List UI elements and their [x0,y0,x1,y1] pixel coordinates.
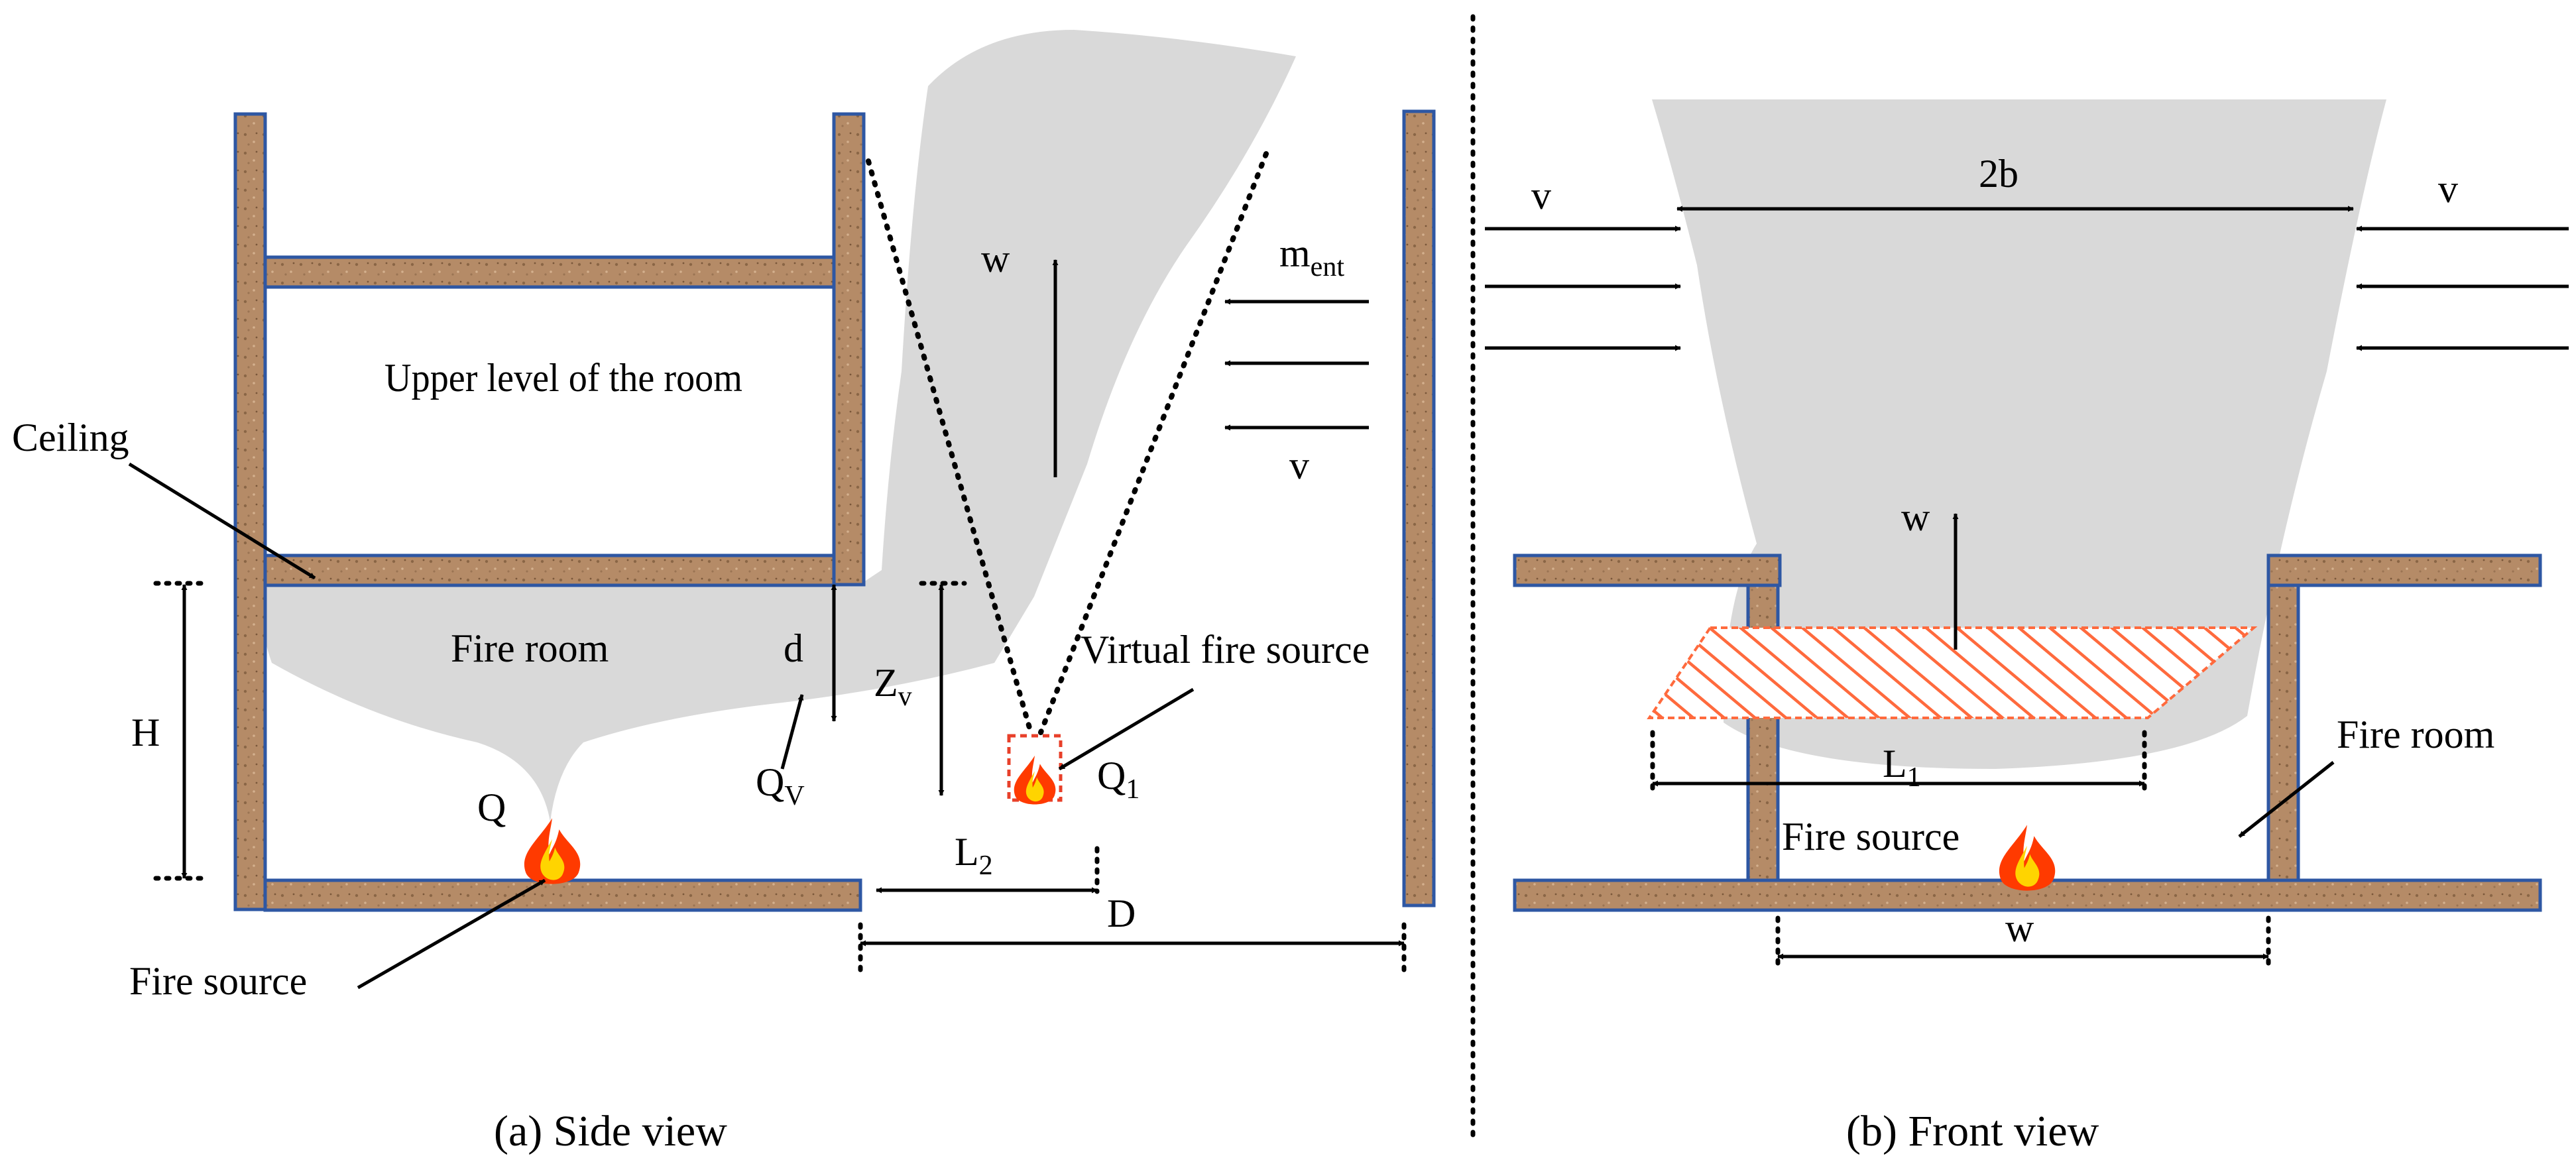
fire-room-label: Fire room [451,626,609,670]
walls [233,109,1436,912]
front-fire-source-label: Fire source [1782,815,1960,858]
Qv-label: QV [756,760,805,811]
flame-icon [524,818,581,884]
Q-label: Q [477,786,506,829]
fire-source-label: Fire source [129,959,307,1003]
side-arrows [128,259,1405,990]
front-view-caption: (b) Front view [1846,1107,2099,1155]
2b-label: 2b [1979,152,2019,196]
front-fire-room-label: Fire room [2337,713,2494,756]
front-dimension-guides [1650,730,2271,974]
side-view: Upper level of the room Ceiling Fire roo… [12,30,1436,1155]
side-view-caption: (a) Side view [494,1107,727,1155]
ment-label: ment [1279,231,1344,282]
fire-plane [1647,626,2258,719]
L1-label: L1 [1883,742,1921,793]
v-left-label: v [1531,174,1551,217]
H-label: H [131,711,160,754]
front-smoke-plume [1652,99,2386,769]
d-label: d [784,626,803,670]
upper-level-label: Upper level of the room [384,356,742,400]
w-up-label: w [1901,495,1930,539]
virtual-flame-icon [1014,755,1056,805]
Q1-label: Q1 [1097,754,1140,805]
front-walls [1513,553,2542,912]
Zv-label: Zv [874,661,912,712]
v-right-label: v [2438,167,2458,211]
D-label: D [1107,892,1136,935]
L2-label: L2 [955,830,993,881]
smoke-plume [263,30,1297,822]
front-arrows [1485,205,2569,960]
plume-cone [866,151,1269,735]
virtual-fire-source-label: Virtual fire source [1081,628,1370,671]
v-label: v [1289,443,1309,487]
dimension-guides [153,581,1407,977]
front-view: 2b v v w L1 Fire source Fire room w (b) … [1485,99,2569,1155]
front-flame-icon [1999,825,2056,891]
w-width-label: w [2005,906,2034,950]
w-velocity-label: w [981,237,1010,280]
ceiling-label: Ceiling [12,416,129,459]
